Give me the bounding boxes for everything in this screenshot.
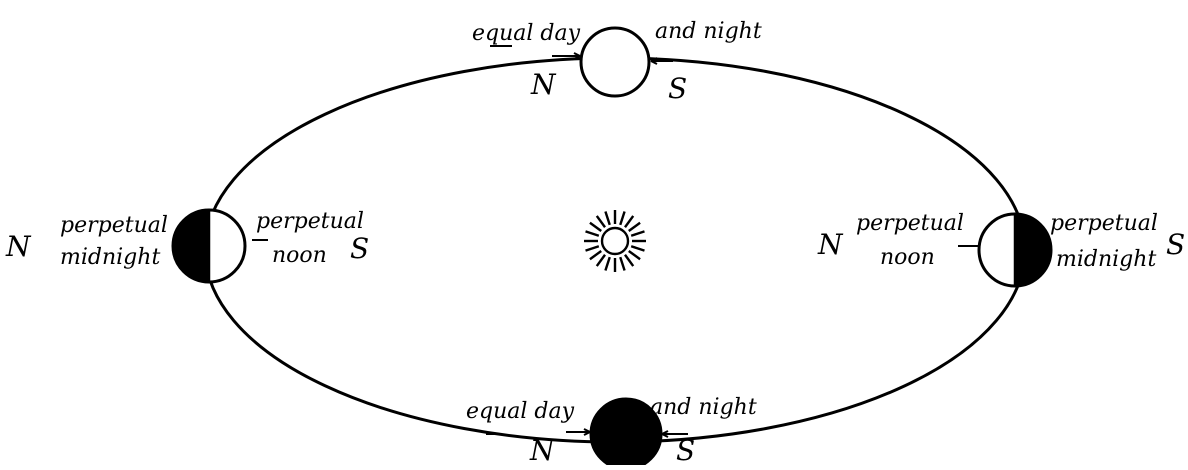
sun-ray <box>629 251 640 259</box>
sun-ray <box>629 223 640 231</box>
planet-top: equal day and night N S <box>472 19 762 105</box>
sun-ray <box>586 246 599 250</box>
left-dark-label-line2: midnight <box>60 245 160 270</box>
sun-ray <box>605 212 609 225</box>
planet-left: N perpetual midnight perpetual noon S <box>5 209 369 282</box>
sun-ray <box>631 246 644 250</box>
sun-ray <box>605 257 609 270</box>
sun-ray <box>597 255 605 266</box>
bottom-north-label: N <box>529 434 556 465</box>
left-lit-label-line2: noon <box>272 243 327 268</box>
right-north-label: N <box>817 228 844 261</box>
top-south-label: S <box>668 72 687 105</box>
top-equal-day-label: equal day <box>472 21 581 46</box>
sun-ray <box>620 257 624 270</box>
sun-ray <box>590 251 601 259</box>
right-lit-label-line1: perpetual <box>856 211 964 236</box>
right-lit-label-line2: noon <box>880 245 935 270</box>
sun-ray <box>625 216 633 227</box>
top-and-night-label: and night <box>655 19 762 44</box>
planet-right: N perpetual noon perpetual midnight S <box>817 211 1185 286</box>
left-north-label: N <box>5 230 32 263</box>
sun-ray <box>590 223 601 231</box>
planet-bottom: equal day and night N S <box>466 395 757 465</box>
sun-ray <box>625 255 633 266</box>
right-dark-label-line2: midnight <box>1056 247 1156 272</box>
sun-ray <box>586 231 599 235</box>
bottom-and-night-label: and night <box>650 395 757 420</box>
sun-ray <box>597 216 605 227</box>
sun-ray <box>620 212 624 225</box>
bottom-equal-day-label: equal day <box>466 399 575 424</box>
left-south-label: S <box>350 232 369 265</box>
left-lit-label-line1: perpetual <box>256 209 364 234</box>
bottom-south-label: S <box>676 434 695 465</box>
top-north-label: N <box>530 68 557 101</box>
right-dark-label-line1: perpetual <box>1050 211 1158 236</box>
right-south-label: S <box>1166 228 1185 261</box>
left-dark-label-line1: perpetual <box>60 213 168 238</box>
sun-ray <box>631 231 644 235</box>
sun-icon <box>584 210 646 272</box>
